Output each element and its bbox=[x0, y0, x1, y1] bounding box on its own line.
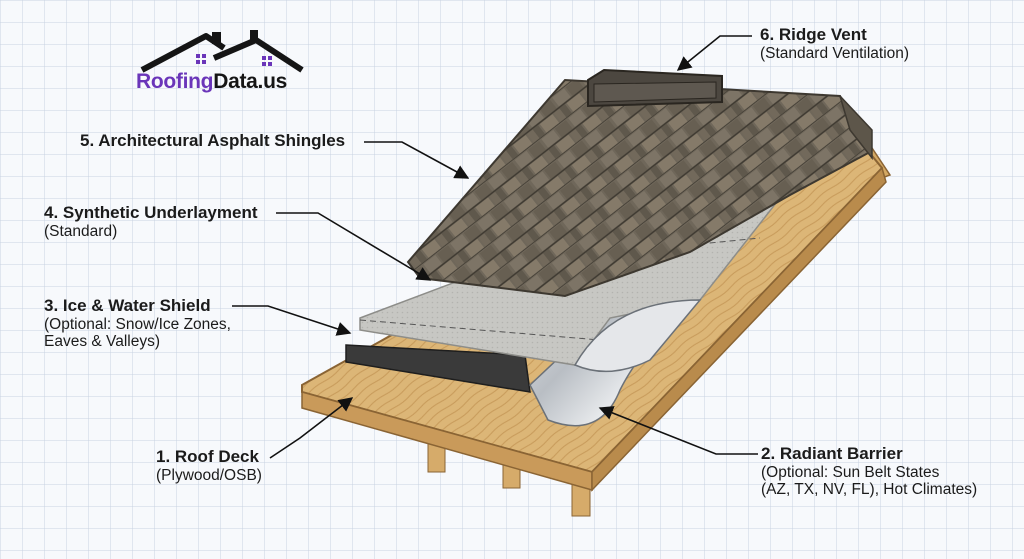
house-roof-icon bbox=[140, 30, 304, 73]
label-ice-shield-sub2: Eaves & Valleys) bbox=[44, 333, 161, 351]
roofingdata-logo[interactable]: RoofingData.us bbox=[136, 30, 308, 98]
ridge-vent bbox=[587, 68, 723, 108]
label-shingles-title: 5. Architectural Asphalt Shingles bbox=[80, 131, 346, 150]
label-radiant-barrier-sub1: (Optional: Sun Belt States bbox=[761, 463, 940, 481]
shingles-leader bbox=[364, 141, 470, 179]
label-shingles: 5. Architectural Asphalt Shingles bbox=[80, 131, 345, 151]
logo-word-roofing: Roofing bbox=[136, 70, 214, 93]
label-ridge-vent-sub: (Standard Ventilation) bbox=[760, 44, 910, 62]
label-ice-shield: 3. Ice & Water Shield (Optional: Snow/Ic… bbox=[44, 296, 231, 351]
label-roof-deck: 1. Roof Deck (Plywood/OSB) bbox=[156, 447, 262, 484]
label-roof-deck-title: 1. Roof Deck bbox=[156, 447, 259, 466]
label-radiant-barrier: 2. Radiant Barrier (Optional: Sun Belt S… bbox=[761, 444, 977, 499]
ice-shield-leader bbox=[232, 305, 352, 336]
underlayment-leader bbox=[276, 212, 432, 281]
callout-lines bbox=[232, 35, 758, 459]
logo-word-data: Data.us bbox=[213, 70, 287, 93]
label-radiant-barrier-title: 2. Radiant Barrier bbox=[761, 444, 903, 463]
label-radiant-barrier-sub2: (AZ, TX, NV, FL), Hot Climates) bbox=[761, 481, 978, 499]
label-ice-shield-sub1: (Optional: Snow/Ice Zones, bbox=[44, 315, 231, 333]
roof-deck-leader bbox=[269, 397, 354, 459]
ridge-vent-leader bbox=[676, 35, 752, 71]
label-underlayment-title: 4. Synthetic Underlayment bbox=[44, 203, 258, 222]
label-ridge-vent: 6. Ridge Vent (Standard Ventilation) bbox=[760, 25, 909, 62]
logo-wordmark: RoofingData.us bbox=[136, 70, 287, 94]
label-underlayment: 4. Synthetic Underlayment (Standard) bbox=[44, 203, 258, 240]
label-ridge-vent-title: 6. Ridge Vent bbox=[760, 25, 867, 44]
label-ice-shield-title: 3. Ice & Water Shield bbox=[44, 296, 211, 315]
radiant-barrier-leader bbox=[598, 406, 758, 455]
label-roof-deck-sub: (Plywood/OSB) bbox=[156, 466, 262, 484]
ice-water-shield bbox=[345, 344, 531, 393]
label-underlayment-sub: (Standard) bbox=[44, 222, 118, 240]
